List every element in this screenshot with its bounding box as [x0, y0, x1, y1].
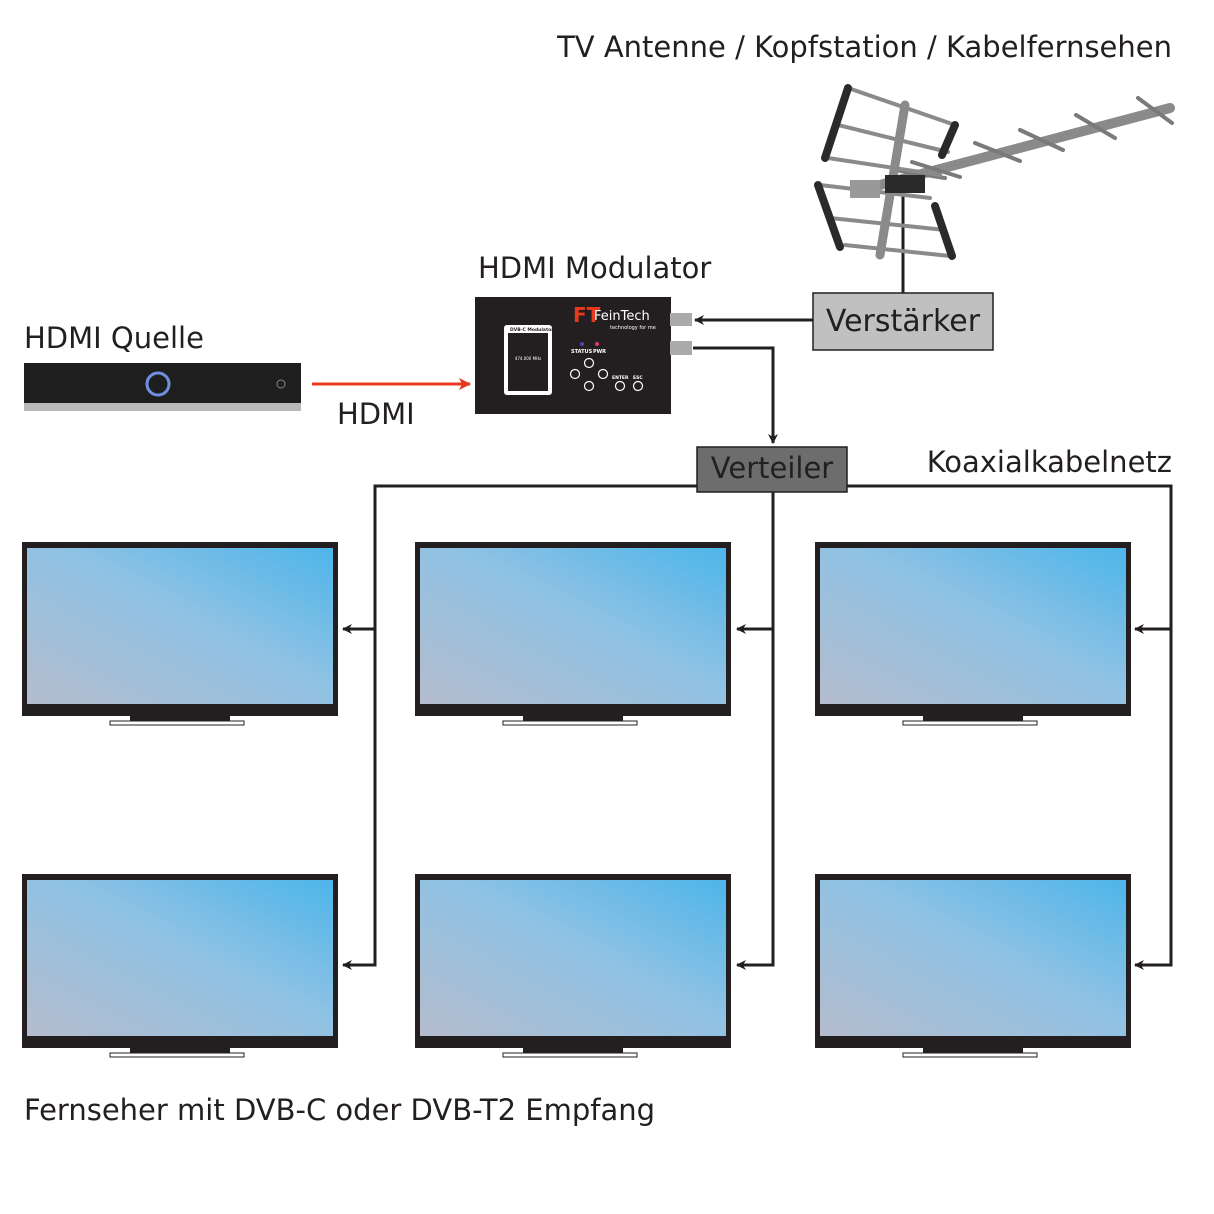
hdmi-label: HDMI: [337, 397, 415, 431]
antenna-label: TV Antenne / Kopfstation / Kabelfernsehe…: [556, 30, 1172, 64]
coax-label: Koaxialkabelnetz: [927, 445, 1172, 479]
pwr-led-icon: [595, 342, 599, 346]
enter-text: ENTER: [612, 375, 629, 381]
amplifier-box: Verstärker: [812, 292, 994, 351]
enter-button[interactable]: [614, 380, 626, 392]
tv-icon: [415, 874, 731, 1058]
esc-text: ESC: [633, 375, 643, 381]
hdmi-modulator-device: DVB-C Modulator 474.000 MHz FT FeinTech …: [475, 297, 692, 414]
tv-icon: [22, 874, 338, 1058]
source-label: HDMI Quelle: [24, 321, 204, 355]
pwr-text: PWR: [593, 349, 606, 355]
feintech-logo: FT: [573, 303, 601, 327]
splitter-label: Verteiler: [711, 451, 834, 485]
esc-button[interactable]: [632, 380, 644, 392]
modulator-label: HDMI Modulator: [478, 251, 711, 285]
status-led-icon: [580, 342, 584, 346]
tv-icon: [415, 542, 731, 726]
status-text: STATUS: [571, 349, 593, 355]
tv-icon: [815, 542, 1131, 726]
down-button[interactable]: [583, 380, 595, 392]
tv-icon: [815, 874, 1131, 1058]
splitter-box: Verteiler: [696, 446, 848, 493]
tv-icon: [22, 542, 338, 726]
power-ring-icon: [145, 371, 171, 397]
tvs-label: Fernseher mit DVB-C oder DVB-T2 Empfang: [24, 1093, 655, 1127]
tagline: technology for me: [610, 325, 656, 331]
cable-lines: [342, 315, 1173, 970]
screen-title: DVB-C Modulator: [510, 327, 554, 333]
right-button[interactable]: [597, 368, 609, 380]
brand: FeinTech: [594, 309, 650, 324]
screen-frequency: 474.000 MHz: [515, 356, 541, 361]
antenna-icon: [814, 84, 1175, 295]
up-button[interactable]: [583, 357, 595, 369]
hdmi-source-device: [24, 363, 301, 411]
left-button[interactable]: [569, 368, 581, 380]
amplifier-label: Verstärker: [826, 304, 981, 339]
